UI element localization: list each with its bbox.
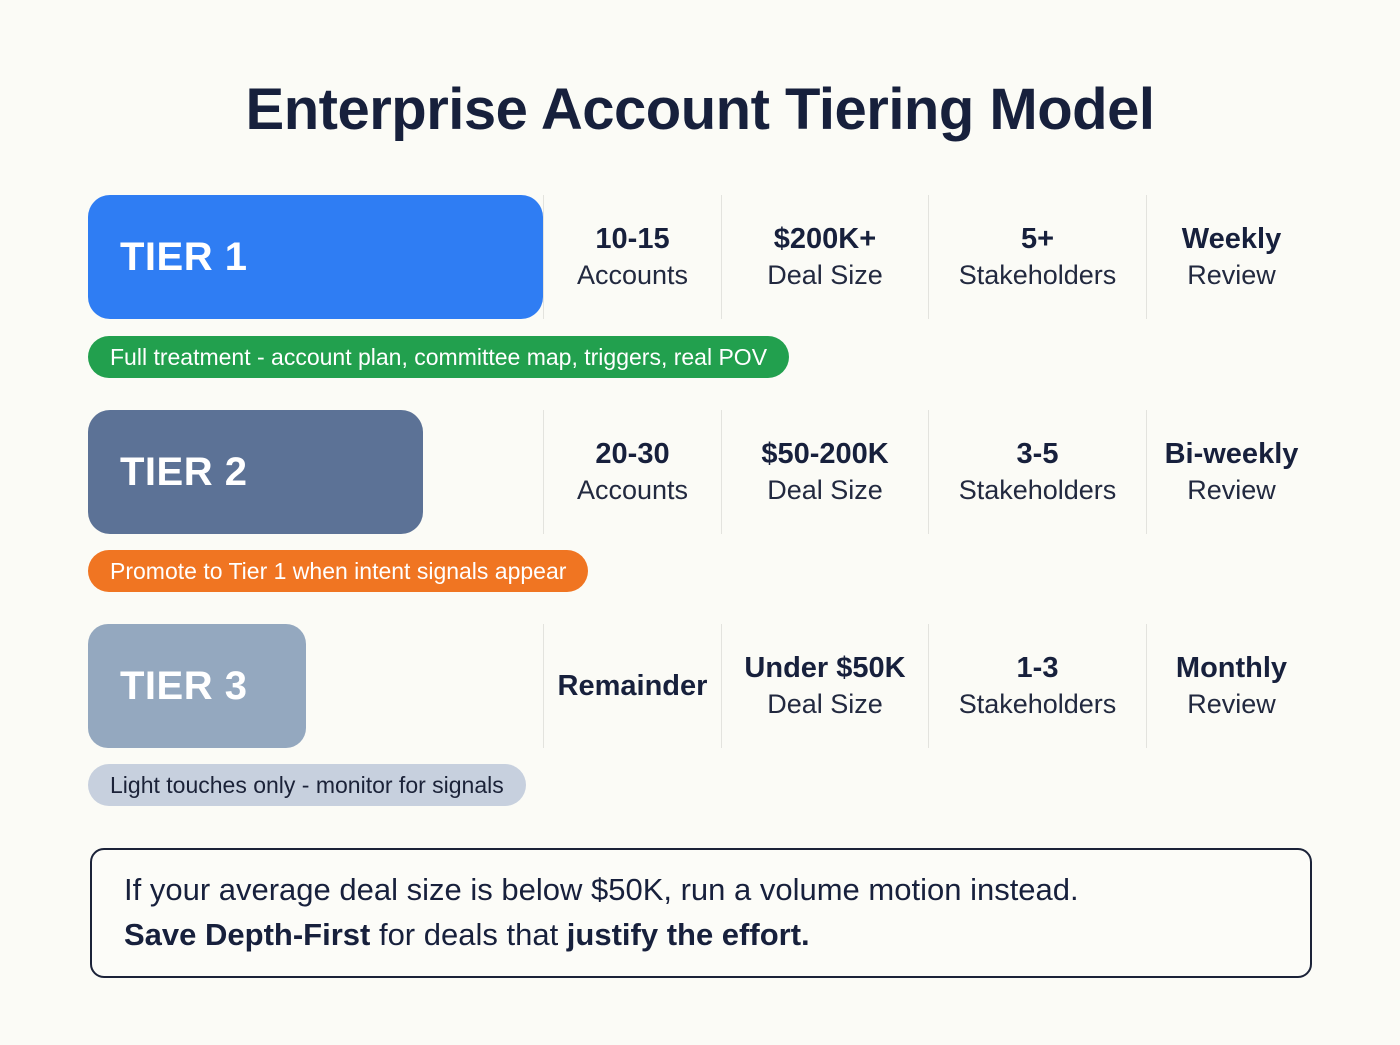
- callout-line-1: If your average deal size is below $50K,…: [124, 872, 1079, 908]
- metric-label: Deal Size: [767, 688, 883, 719]
- metric-value: Bi-weekly: [1164, 438, 1299, 471]
- tier-label-2: TIER 2: [120, 449, 248, 494]
- metric-stakeholders-tier-3: 1-3 Stakeholders: [928, 624, 1146, 748]
- metric-value: Weekly: [1181, 223, 1282, 256]
- tier-bar-tier-3[interactable]: TIER 3: [88, 624, 306, 748]
- metric-label: Accounts: [576, 259, 689, 290]
- tier-label-1: TIER 1: [120, 234, 248, 279]
- tier-bar-tier-1[interactable]: TIER 1: [88, 195, 543, 319]
- tier-row-1: TIER 1 10-15 Accounts $200K+ Deal Size 5…: [88, 195, 1316, 319]
- metric-label: Accounts: [576, 474, 689, 505]
- metric-deal-size-tier-1: $200K+ Deal Size: [721, 195, 928, 319]
- metric-value: 3-5: [1016, 438, 1059, 471]
- tier-label-3: TIER 3: [120, 663, 248, 708]
- tier-3-treatment-badge: Light touches only - monitor for signals: [88, 764, 526, 806]
- metric-value: Remainder: [557, 669, 708, 702]
- callout-mid: for deals that: [370, 917, 567, 952]
- metric-label: Deal Size: [767, 474, 883, 505]
- metric-deal-size-tier-3: Under $50K Deal Size: [721, 624, 928, 748]
- metric-accounts-tier-2: 20-30 Accounts: [543, 410, 721, 534]
- metric-label: Review: [1187, 688, 1276, 719]
- metric-value: 10-15: [595, 223, 670, 256]
- metric-value: 5+: [1020, 223, 1055, 256]
- metric-review-tier-3: Monthly Review: [1146, 624, 1316, 748]
- metric-value: 1-3: [1016, 652, 1059, 685]
- metric-label: Deal Size: [767, 259, 883, 290]
- tier-row-2: TIER 2 20-30 Accounts $50-200K Deal Size…: [88, 410, 1316, 534]
- metric-label: Review: [1187, 259, 1276, 290]
- metric-accounts-tier-3: Remainder: [543, 624, 721, 748]
- callout-line-2: Save Depth-First for deals that justify …: [124, 913, 1278, 958]
- metric-accounts-tier-1: 10-15 Accounts: [543, 195, 721, 319]
- tier-2-treatment-badge: Promote to Tier 1 when intent signals ap…: [88, 550, 589, 592]
- metric-review-tier-2: Bi-weekly Review: [1146, 410, 1316, 534]
- metric-label: Stakeholders: [958, 259, 1117, 290]
- page-title: Enterprise Account Tiering Model: [245, 77, 1155, 142]
- metric-stakeholders-tier-1: 5+ Stakeholders: [928, 195, 1146, 319]
- metric-review-tier-1: Weekly Review: [1146, 195, 1316, 319]
- metric-label: Stakeholders: [958, 688, 1117, 719]
- tier-row-3: TIER 3 Remainder Under $50K Deal Size 1-…: [88, 624, 1316, 748]
- badge-text: Full treatment - account plan, committee…: [110, 343, 768, 370]
- metric-label: Stakeholders: [958, 474, 1117, 505]
- bottom-callout-box: If your average deal size is below $50K,…: [90, 848, 1312, 978]
- badge-text: Light touches only - monitor for signals: [110, 771, 504, 798]
- metric-deal-size-tier-2: $50-200K Deal Size: [721, 410, 928, 534]
- metric-stakeholders-tier-2: 3-5 Stakeholders: [928, 410, 1146, 534]
- callout-bold-lead: Save Depth-First: [124, 917, 371, 952]
- metric-value: Monthly: [1175, 652, 1288, 685]
- metric-value: Under $50K: [744, 652, 906, 685]
- metric-value: 20-30: [595, 438, 670, 471]
- metric-value: $200K+: [773, 223, 877, 256]
- metric-label: Review: [1187, 474, 1276, 505]
- metric-value: $50-200K: [761, 438, 889, 471]
- tier-bar-tier-2[interactable]: TIER 2: [88, 410, 423, 534]
- badge-text: Promote to Tier 1 when intent signals ap…: [110, 557, 567, 584]
- tier-1-treatment-badge: Full treatment - account plan, committee…: [88, 336, 790, 378]
- callout-bold-tail: justify the effort.: [566, 917, 810, 952]
